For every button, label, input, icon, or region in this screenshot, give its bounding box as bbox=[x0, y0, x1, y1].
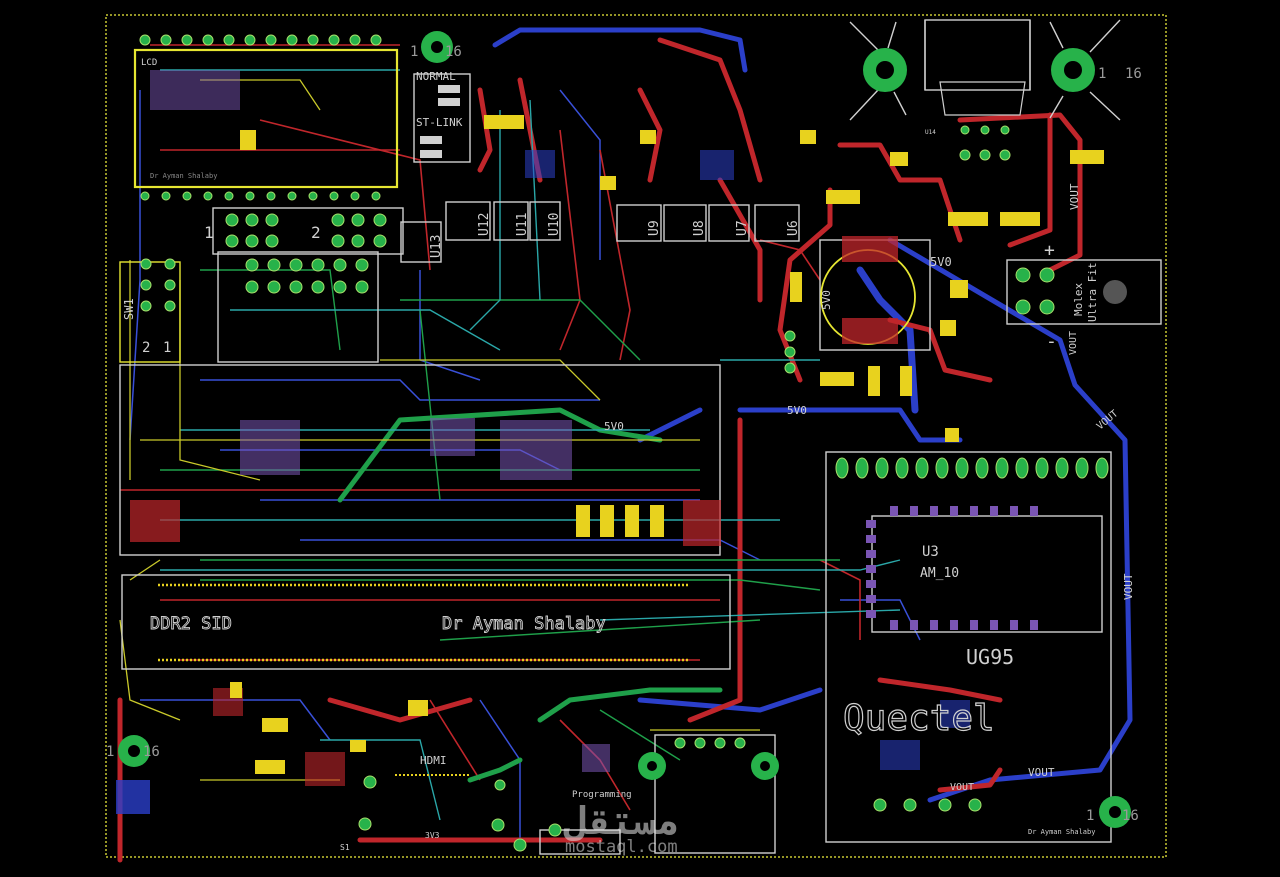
sw1-pin-1: 1 bbox=[163, 340, 171, 356]
normal-label: NORMAL bbox=[416, 70, 456, 83]
net-5v0-d: 5V0 bbox=[820, 290, 833, 310]
u3-label: U3 bbox=[922, 544, 939, 560]
u9-label: U9 bbox=[647, 220, 662, 236]
silkscreen-text: LCD NORMAL ST-LINK 1 16 1 16 1 16 1 16 1… bbox=[106, 44, 1142, 852]
inner-green-traces bbox=[337, 407, 723, 783]
ultra-fit-label: Ultra Fit bbox=[1086, 262, 1099, 322]
ddr2-label: DDR2 SID bbox=[150, 614, 232, 634]
author-label-small: Dr Ayman Shalaby bbox=[1028, 828, 1095, 836]
hole-label-br-2: 16 bbox=[1122, 808, 1139, 824]
net-5v0-a: 5V0 bbox=[930, 255, 952, 269]
header-1-label: 1 bbox=[204, 223, 214, 242]
st-link-jumpers bbox=[420, 85, 460, 158]
smd-pads bbox=[116, 70, 970, 814]
u6-label: U6 bbox=[786, 220, 801, 236]
sw1-label: SW1 bbox=[122, 298, 136, 320]
hole-label-tl-2: 16 bbox=[445, 44, 462, 60]
lcd-label: LCD bbox=[141, 58, 157, 68]
net-5v0-b: 5V0 bbox=[787, 404, 807, 417]
mounting-holes bbox=[118, 31, 1131, 828]
author-label: Dr Ayman Shalaby bbox=[442, 614, 606, 634]
top-copper-traces bbox=[117, 37, 1083, 863]
board-outline bbox=[105, 14, 1167, 858]
st-link-label: ST-LINK bbox=[416, 116, 463, 129]
ug95-label: UG95 bbox=[966, 645, 1014, 669]
bottom-copper-traces bbox=[492, 27, 1133, 803]
net-vout-c: VOUT bbox=[1068, 331, 1079, 355]
hole-label-tr: 1 bbox=[1098, 66, 1106, 82]
am10-label: AM_10 bbox=[920, 566, 959, 581]
hole-label-tl: 1 bbox=[410, 44, 418, 60]
u11-label: U11 bbox=[515, 213, 530, 236]
hole-label-br: 1 bbox=[1086, 808, 1094, 824]
watermark-url: mostaql.com bbox=[565, 837, 678, 857]
quectel-label: Quectel bbox=[843, 698, 995, 739]
header-2-label: 2 bbox=[311, 223, 321, 242]
ddr2-fingers bbox=[158, 583, 690, 662]
watermark-logo: مستقل bbox=[563, 799, 679, 843]
hole-label-bl: 1 bbox=[106, 744, 114, 760]
author-label-lcd: Dr Ayman Shalaby bbox=[150, 172, 217, 180]
yellow-pads bbox=[230, 115, 1104, 774]
s1-label: S1 bbox=[340, 843, 350, 852]
net-vout-b: VOUT bbox=[1122, 573, 1135, 600]
u7-label: U7 bbox=[735, 220, 750, 236]
net-vout-a: VOUT bbox=[1068, 183, 1081, 210]
u8-label: U8 bbox=[692, 220, 707, 236]
molex-label: Molex bbox=[1072, 283, 1085, 316]
inner-cyan-signal bbox=[160, 69, 901, 821]
hdmi-label: HDMI bbox=[420, 754, 447, 767]
watermark: مستقل mostaql.com bbox=[563, 799, 679, 857]
u13-label: U13 bbox=[429, 235, 444, 258]
molex-minus: - bbox=[1046, 331, 1057, 352]
molex-plus: + bbox=[1044, 240, 1055, 261]
hole-label-bl-2: 16 bbox=[143, 744, 160, 760]
u14-label: U14 bbox=[925, 129, 936, 136]
u10-label: U10 bbox=[547, 213, 562, 236]
net-5v0-c: 5V0 bbox=[604, 420, 624, 433]
silkscreen bbox=[119, 19, 1162, 855]
ug95-side-pads bbox=[866, 506, 1038, 630]
net-3v3-label: 3V3 bbox=[425, 831, 440, 840]
u12-label: U12 bbox=[477, 213, 492, 236]
through-hole-pads bbox=[139, 34, 1109, 852]
net-vout-e: VOUT bbox=[950, 782, 974, 793]
hole-label-tr-2: 16 bbox=[1125, 66, 1142, 82]
sw1-pin-2: 2 bbox=[142, 340, 150, 356]
programming-label: Programming bbox=[572, 790, 632, 800]
net-vout-d: VOUT bbox=[1028, 766, 1055, 779]
